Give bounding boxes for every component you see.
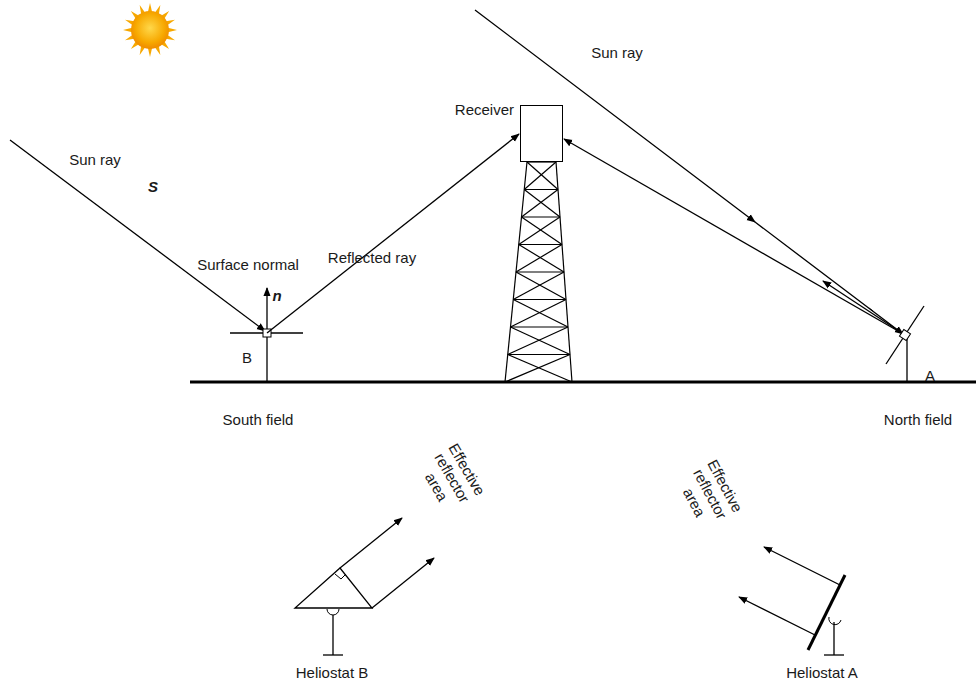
tower-lattice [505,162,572,382]
sun-ray-label-text: Sun ray [69,151,121,168]
receiver-outline [520,105,563,162]
tower-strut [513,272,564,300]
reflected-ray [267,134,519,333]
heliostat-letter-text: A [925,367,935,384]
reflected-ray-label: Reflected ray [328,249,416,266]
angle-arc [869,308,873,311]
tower-strut [522,190,559,218]
pivot-a [899,329,910,340]
pole-b [266,337,267,382]
heliostat-caption-text: Heliostat B [296,664,369,681]
pivot-joint [829,617,841,625]
tower-strut [505,381,572,382]
effective-area-arrow [372,558,434,608]
sun-ray-label: Sun ray [591,44,643,61]
tower-strut [524,162,556,190]
heliostat-caption-text: Heliostat A [786,664,858,681]
pivot-joint [327,609,339,615]
pole-a-detail [833,622,834,655]
tower-strut [524,190,560,218]
vector-symbol-text: n [272,287,281,304]
tower-strut [513,300,568,328]
surface-normal-arrow [266,288,267,329]
tower-strut [516,272,566,300]
sun-ray-label: Sun ray [69,151,121,168]
ground-line [190,381,976,384]
field-label-text: South field [223,411,294,428]
sun-ray-spike [168,28,177,32]
sun-ray-spike [148,3,152,12]
pole-b-detail [332,615,333,655]
tower-strut [522,216,561,217]
tower-strut [524,189,558,190]
tower-strut [505,355,570,383]
vector-symbol: n [272,287,281,304]
tower-strut [508,354,570,355]
sun-ray [475,10,903,334]
effective-area-label-text: Effective reflector area [669,448,750,539]
field-label: North field [884,411,952,428]
effective-area-label: Effective reflector area [411,432,494,524]
mirror-a-detail [808,575,845,650]
sun-ray [10,140,265,331]
sun-ray-spike [148,48,152,57]
tower-strut [508,355,572,383]
receiver-label: Receiver [455,101,514,118]
surface-normal-label-text: Surface normal [197,256,299,273]
heliostat-letter: A [925,367,935,384]
tower-strut [511,326,569,327]
mirror-a [886,306,924,364]
effective-area-label: Effective reflector area [669,448,750,539]
base-a [824,654,844,655]
surface-normal-arrow [823,281,905,335]
tower-strut [508,327,568,355]
sun-symbol [123,3,177,57]
heliostat-letter: B [242,349,252,366]
tower-strut [511,327,571,355]
heliostat-caption: Heliostat B [296,664,369,681]
field-label-text: North field [884,411,952,428]
heliostat-letter-text: B [242,349,252,366]
effective-area-arrow [340,518,402,568]
base-b [323,654,343,655]
tower-strut [527,162,558,190]
effective-area-arrow [764,547,840,585]
mirror-b-detail [295,568,372,608]
effective-area-label-text: Effective reflector area [411,432,494,524]
reflected-ray [564,139,905,335]
vector-symbol-text: S [148,178,158,195]
reflected-ray-label-text: Reflected ray [328,249,416,266]
effective-area-arrow [739,597,815,635]
tower-strut [519,245,564,273]
sun-ray-label-text: Sun ray [591,44,643,61]
heliostat-caption: Heliostat A [786,664,858,681]
tower-strut [522,217,563,245]
tower-strut [516,245,562,273]
sun-disc [131,11,169,49]
sun-ray-spike [123,28,132,32]
vector-symbol: S [148,178,158,195]
tower-strut [519,244,562,245]
tower-strut [516,271,564,272]
pole-a [906,339,907,382]
surface-normal-label: Surface normal [197,256,299,273]
tower-strut [511,300,567,328]
tower-strut [513,299,566,300]
field-label: South field [223,411,294,428]
right-angle-mark [335,574,346,579]
tower-strut [519,217,560,245]
